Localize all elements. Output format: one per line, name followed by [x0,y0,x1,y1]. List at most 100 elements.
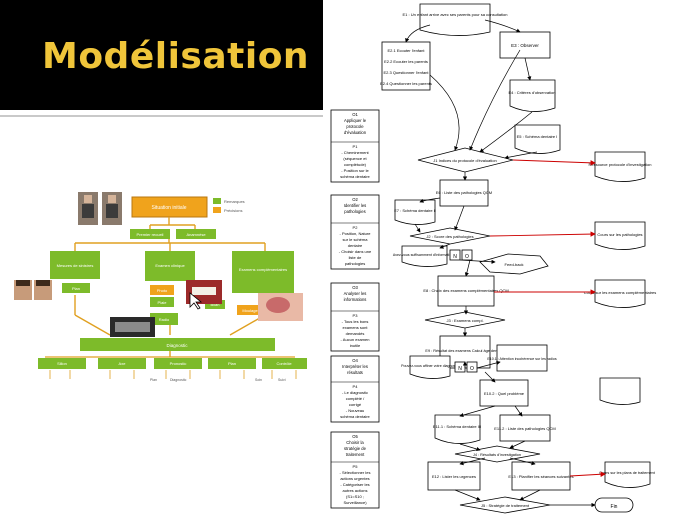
e1-node [419,3,491,36]
e2-box [381,41,431,91]
e2-label-2: E2.2 Ecouter les parents [384,59,428,64]
objective-p-line: - Le diagnostic [342,390,368,395]
top-box-label: Situation initiale [151,205,186,211]
footer-label-1: Plan [150,378,157,382]
e11-2-box [499,414,551,442]
footer-label-2: Diagnostic [170,378,187,382]
objective-o-line: pathologies [344,209,365,214]
objective-p-line: - Choisir dans une [339,249,372,254]
objective-p-line: (S1=S10 ; [346,494,364,499]
objective-p-line: - Position sur le [341,168,369,173]
objective-p-line: - Nouveau [346,408,364,413]
title-divider [0,115,323,117]
bottom-label-3: Pronostic [170,361,187,366]
bottom-box-5 [262,358,307,369]
objective-p-line: inutile [350,343,361,348]
objective-p-line: P3 [353,313,359,318]
objective-p-line: - Aucun examen [341,337,370,342]
diag-yes-label: O [470,366,474,372]
e10-1-box [496,344,548,372]
question-diag-node [409,355,451,379]
small-box-5 [237,305,263,315]
e6-label: E6 : Liste des pathologies QCM [436,190,492,195]
level2-label-2: Anamnèse [186,232,206,237]
objective-p-line: - Cheminement [341,150,369,155]
small-box-6 [205,300,225,309]
objective-p-line: schéma dentaire [340,414,370,419]
objective-p-line: actions urgentes [340,476,369,481]
e2-label-1: E2.1 Ecouter l'enfant [387,48,425,53]
e4-label: E4 : Critères d'observation [508,90,555,95]
slide-title: Modélisation [42,36,310,77]
objective-p-line: demandés [346,331,365,336]
e11-1-node [434,414,481,444]
small-box-2 [150,285,174,295]
objective-o-line: O2 [352,197,358,202]
e10-2-label: E10.2 : Quel problème [484,391,525,396]
j2-label: J2 : Score des pathologies [426,234,473,239]
small-box-label-5: Moulage [242,308,258,313]
e7-label: E7 : Schéma dentaire II [394,208,436,213]
diag-no-label: N [458,366,462,372]
objective-p-line: examens sont [343,325,369,330]
e4-node [509,79,556,112]
e11-2-label: E11.2 : Liste des pathologies QCM [494,426,556,431]
cours-pathologies-label: Cours sur les pathologies [597,232,642,237]
objective-p-line: P4 [353,384,359,389]
e7-node [394,199,436,225]
e5-label: E5 : Schéma dentaire I [517,134,558,139]
bottom-box-1 [38,358,86,369]
level3-label-1: Mesures de sinistres [57,263,94,268]
objective-box-3 [330,282,380,352]
yes-option [461,249,473,261]
objective-p-line: corrigé [349,402,362,407]
footer-label-3: Soin [255,378,262,382]
e11-1-label: E11.1 : Schéma dentaire III [433,424,481,429]
question-infos-node [401,245,448,267]
left-flow-diagram: Situation initiale Remarques Précisions … [10,185,315,385]
small-box-3 [150,297,174,307]
legend-swatch-green [213,198,221,204]
level3-box-1 [50,251,100,279]
small-box-label-6: Bilan [211,302,220,307]
objective-o-line: O5 [352,434,358,439]
cours-plans-label: Cours sur les plans de traitement [599,471,656,475]
objective-p-line: - Catégoriser les [340,482,369,487]
e2-label-4: E2.4 Questionner les parents [380,81,432,86]
cours-plans-node [604,461,651,488]
objective-p-line: dentaire [348,243,363,248]
bottom-label-2: Axe [119,361,127,366]
title-bar: Modélisation [0,0,323,110]
bottom-label-1: Sillon [57,361,67,366]
objective-o-line: O4 [352,358,358,363]
objective-o-line: Choisir la [346,440,364,445]
objective-p-line: Surveillance) [343,500,367,505]
flow-connectors [405,19,596,508]
objective-p-line: (séquence et [343,156,367,161]
e10-1-label: E10.1 : Attention incohérence sur les ra… [487,357,557,361]
no-option [449,249,461,261]
objective-p-line: - Sélectionner les [340,470,371,475]
level3-label-3: Examens complémentaires [239,267,287,272]
question-infos-label: Avez-vous suffisamment d'informations [393,253,455,257]
cours-examens-node [594,279,646,308]
fin-label: Fin [611,504,618,510]
objective-p-line: sur le schéma [343,237,369,242]
e2-label-3: E2.3 Questionner l'enfant [383,70,429,75]
small-box-label-4: Radio [159,317,170,322]
level2-label-1: Premier recueil [137,232,164,237]
question-diag-label: Pouvez-vous affiner votre diagnostic [401,364,459,368]
objective-o-line: protocole [346,124,364,129]
no-option-label: N [453,254,457,260]
small-box-4 [150,313,178,325]
diag-yes-option [466,361,478,373]
objective-o-line: Analyser les [344,291,367,296]
bottom-label-5: Contrôle [276,361,292,366]
feedback-label: Feed-back [505,262,524,267]
small-box-label-1: Plan [72,286,80,291]
e13-box [511,461,571,491]
e3-box [499,31,551,59]
ressource-node [594,151,646,182]
objective-o-line: résultats [347,370,363,375]
